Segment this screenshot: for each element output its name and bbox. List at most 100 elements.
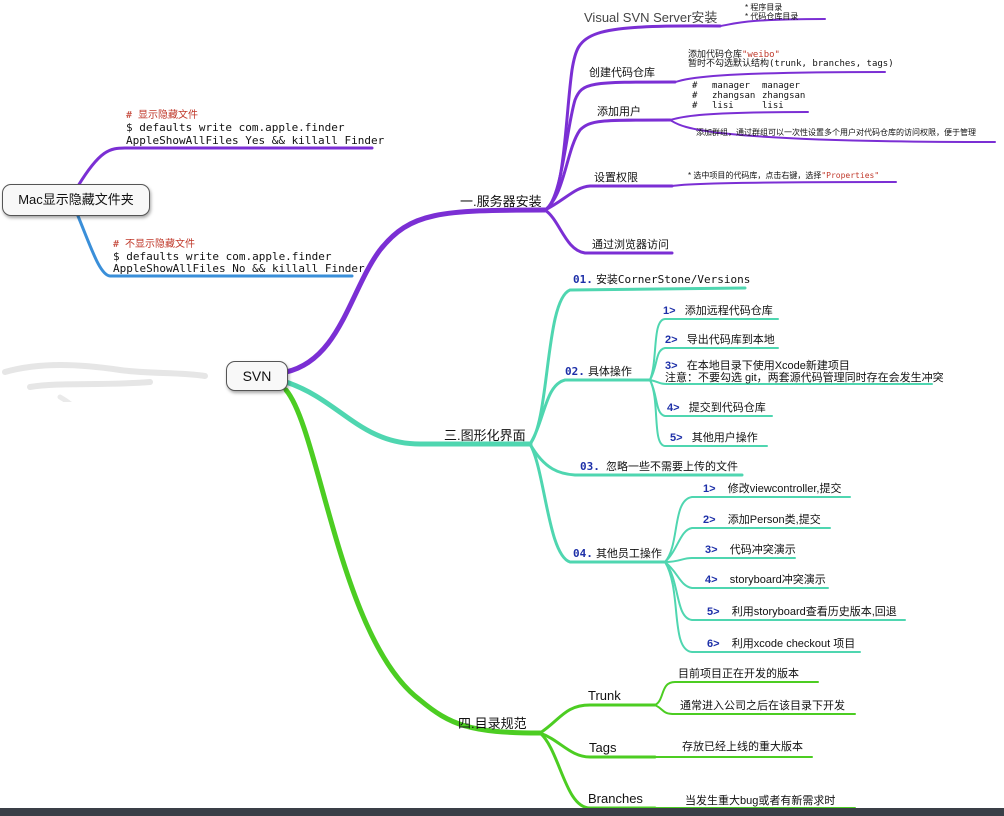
dirs-branches-label[interactable]: Branches (588, 791, 643, 806)
user-row-1-name: manager (712, 81, 750, 91)
gui-02-sub-1-num: 1> (663, 305, 676, 317)
user-row-3-name: lisi (712, 101, 734, 111)
gui-02-sub-3-label: 在本地目录下使用Xcode新建项目 (686, 360, 850, 372)
group-note: 添加群组，通过群组可以一次性设置多个用户对代码仓库的访问权限，便于管理 (696, 128, 976, 137)
edge-repo-note (674, 71, 886, 83)
gui-04-sub-2-label: 添加Person类,提交 (727, 514, 821, 526)
gui-04-sub-5[interactable]: 5> 利用storyboard查看历史版本,回退 (707, 606, 897, 618)
gui-02-sub-4-num: 4> (667, 402, 680, 414)
gui-02-sub-4-label: 提交到代码仓库 (688, 402, 766, 414)
gui-04-sub-6[interactable]: 6> 利用xcode checkout 项目 (707, 638, 855, 650)
gui-04-sub-6-label: 利用xcode checkout 项目 (731, 638, 856, 650)
edge-dirs-tags (538, 731, 657, 759)
gui-branch-label[interactable]: 三.图形化界面 (444, 428, 526, 443)
bottom-bar (0, 808, 1004, 816)
dirs-branch-label[interactable]: 四.目录规范 (458, 716, 527, 731)
gui-02-sub-2[interactable]: 2> 导出代码库到本地 (665, 334, 775, 346)
dirs-trunk-note-1: 目前项目正在开发的版本 (678, 668, 799, 680)
perm-note-prefix: * 选中项目的代码库，点击右键，选择 (688, 171, 822, 180)
user-row-3-pass: lisi (762, 101, 784, 111)
show-line2: AppleShowAllFiles Yes && killall Finder (126, 134, 385, 147)
mac-hidden-files-node[interactable]: Mac显示隐藏文件夹 (2, 184, 150, 216)
show-comment: # 显示隐藏文件 (126, 110, 198, 122)
gui-04-sub-1-num: 1> (703, 483, 716, 495)
gui-item-01[interactable]: 01. 安装CornerStone/Versions (573, 274, 750, 286)
root-label: SVN (242, 368, 272, 384)
edge-04-4 (664, 561, 829, 589)
gui-item-03-label: 忽略一些不需要上传的文件 (606, 461, 738, 473)
gui-04-sub-6-num: 6> (707, 638, 720, 650)
hide-comment-text: # 不显示隐藏文件 (113, 239, 196, 250)
edge-users-group (669, 119, 996, 143)
browser-label[interactable]: 通过浏览器访问 (592, 239, 669, 251)
user-row-2-pass: zhangsan (762, 91, 806, 101)
perm-note: * 选中项目的代码库，点击右键，选择"Properties" (688, 171, 879, 181)
gui-item-01-num: 01. (573, 273, 593, 286)
edge-mac-hide (76, 214, 354, 278)
dirs-branches-note-1: 当发生重大bug或者有新需求时 (685, 795, 836, 807)
gui-04-sub-1[interactable]: 1> 修改viewcontroller,提交 (703, 483, 841, 495)
gui-item-01-label: 安装CornerStone/Versions (595, 273, 751, 286)
gui-02-sub-1[interactable]: 1> 添加远程代码仓库 (663, 305, 773, 317)
visual-note-1: * 程序目录 (745, 3, 783, 12)
dirs-tags-note-1: 存放已经上线的重大版本 (682, 741, 803, 753)
gui-02-sub-3[interactable]: 3> 在本地目录下使用Xcode新建项目 (665, 360, 850, 372)
dirs-trunk-label[interactable]: Trunk (588, 688, 621, 703)
user-row-3-hash: # (692, 101, 698, 111)
gui-04-sub-3[interactable]: 3> 代码冲突演示 (705, 544, 796, 556)
gui-item-04[interactable]: 04. 其他员工操作 (573, 548, 662, 561)
edge-02-3 (649, 379, 933, 385)
gui-02-sub-1-label: 添加远程代码仓库 (684, 305, 773, 317)
gui-04-sub-3-num: 3> (705, 544, 718, 556)
dirs-tags-label[interactable]: Tags (589, 740, 617, 755)
edge-gui-02 (528, 378, 652, 446)
gui-04-sub-5-num: 5> (707, 606, 720, 618)
server-branch-label[interactable]: 一.服务器安装 (460, 194, 542, 209)
gui-04-sub-2[interactable]: 2> 添加Person类,提交 (703, 514, 821, 526)
edge-dirs-trunk (538, 703, 657, 735)
hide-line1: $ defaults write com.apple.finder (113, 250, 332, 263)
visual-svn-label[interactable]: Visual SVN Server安装 (584, 10, 718, 25)
perm-label[interactable]: 设置权限 (594, 172, 638, 184)
gui-02-sub-4[interactable]: 4> 提交到代码仓库 (667, 402, 766, 414)
edge-04-3 (664, 557, 796, 563)
edge-02-2 (649, 347, 779, 381)
hide-line2: AppleShowAllFiles No && killall Finder (113, 262, 365, 275)
gui-item-02[interactable]: 02. 具体操作 (565, 365, 632, 379)
user-row-1-hash: # (692, 81, 698, 91)
edge-svn-dirs (283, 387, 543, 736)
root-node-svn[interactable]: SVN (226, 361, 288, 391)
smudge-mark (2, 362, 208, 402)
gui-item-02-label: 具体操作 (587, 366, 632, 378)
perm-note-highlight: "Properties" (821, 171, 880, 180)
gui-02-sub-5-num: 5> (670, 432, 683, 444)
edge-trunk-1 (654, 681, 819, 706)
edge-svn-server (283, 207, 548, 375)
gui-04-sub-4-label: storyboard冲突演示 (729, 574, 826, 586)
gui-04-sub-4-num: 4> (705, 574, 718, 586)
show-line1: $ defaults write com.apple.finder (126, 121, 345, 134)
gui-item-02-num: 02. (565, 365, 585, 378)
gui-04-sub-4[interactable]: 4> storyboard冲突演示 (705, 574, 826, 586)
repo-label[interactable]: 创建代码仓库 (589, 67, 655, 79)
edge-02-5 (649, 379, 768, 447)
repo-note-prefix: 添加代码仓库 (688, 49, 743, 59)
edge-04-1 (664, 496, 851, 563)
user-row-2-hash: # (692, 91, 698, 101)
repo-note-1: 添加代码仓库"weibo" (688, 49, 780, 60)
gui-04-sub-5-label: 利用storyboard查看历史版本,回退 (731, 606, 897, 618)
users-label[interactable]: 添加用户 (597, 106, 641, 118)
edge-gui-04 (528, 442, 667, 564)
edge-dirs-branches (538, 731, 657, 810)
user-row-1: # manager manager (692, 81, 800, 91)
edge-04-6 (664, 561, 861, 653)
edge-users-list (669, 111, 809, 121)
user-row-2: # zhangsan zhangsan (692, 91, 805, 101)
user-row-3: # lisi lisi (692, 101, 784, 111)
edge-visual-notes (719, 18, 826, 27)
gui-02-sub-5-label: 其他用户操作 (691, 432, 758, 444)
gui-item-03[interactable]: 03. 忽略一些不需要上传的文件 (580, 461, 738, 474)
gui-02-sub-5[interactable]: 5> 其他用户操作 (670, 432, 758, 444)
repo-note-highlight: "weibo" (742, 50, 780, 60)
edge-mac-show (76, 146, 374, 188)
